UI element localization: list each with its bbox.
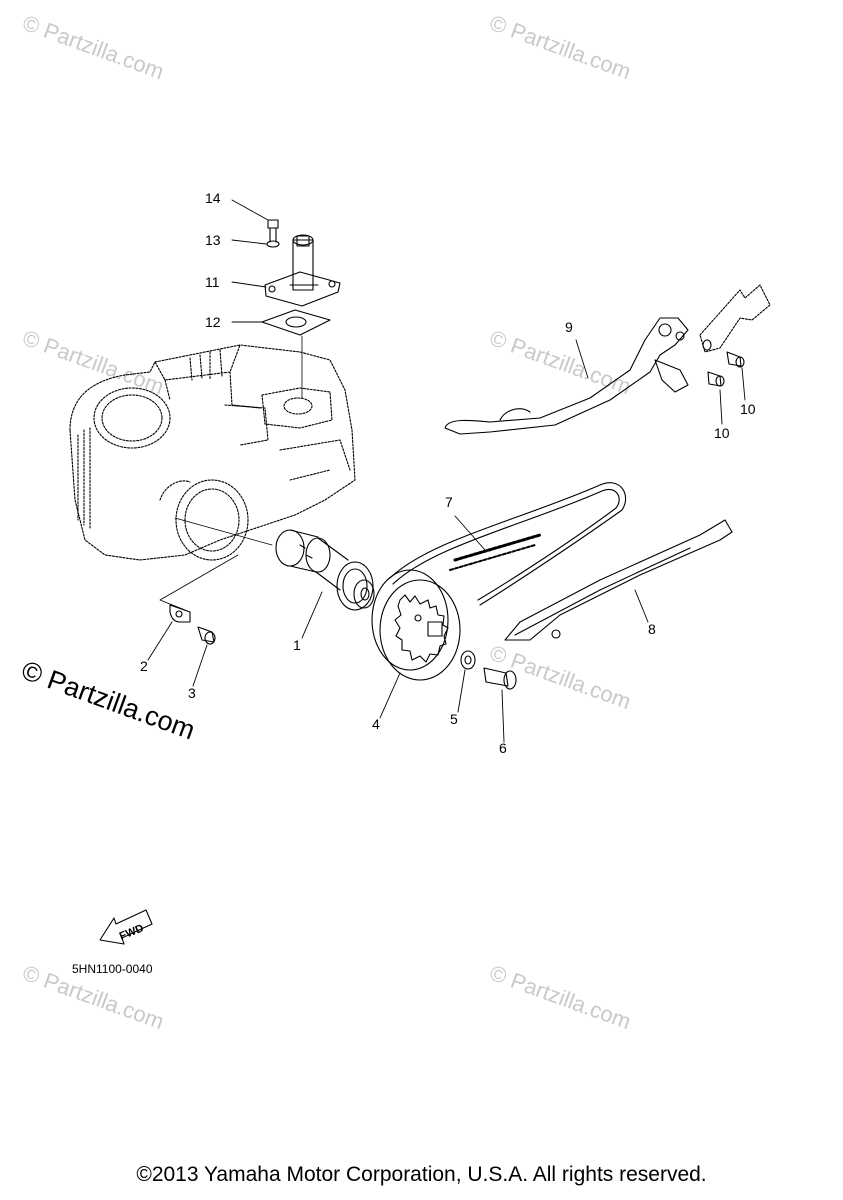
callout-13: 13: [205, 232, 221, 248]
cam-chain-illustration: [389, 482, 627, 606]
callout-10: 10: [740, 401, 756, 417]
gasket-illustration: [261, 309, 331, 336]
camshaft-illustration: [275, 529, 375, 611]
callout-3: 3: [188, 685, 196, 701]
cylinder-head-illustration: [69, 344, 356, 561]
fwd-arrow-icon: [99, 909, 153, 945]
callout-8: 8: [648, 621, 656, 637]
tensioner-guide-illustration: [444, 284, 771, 435]
plate-illustration: [169, 604, 191, 623]
fwd-label: FWD: [118, 922, 146, 943]
guide-bolt-illustration: [707, 351, 745, 387]
sprocket-bolt-illustration: [483, 667, 517, 690]
callout-10: 10: [714, 425, 730, 441]
callout-11: 11: [205, 274, 220, 290]
callout-4: 4: [372, 716, 380, 732]
callout-1: 1: [293, 637, 301, 653]
callout-6: 6: [499, 740, 507, 756]
washer-small-illustration: [266, 240, 280, 248]
callout-9: 9: [565, 319, 573, 335]
washer-illustration: [460, 650, 476, 670]
callout-2: 2: [140, 658, 148, 674]
leader-lines: [147, 199, 746, 743]
small-bolt-illustration: [267, 219, 279, 243]
bolt-illustration: [197, 626, 216, 645]
callout-14: 14: [205, 190, 221, 206]
copyright-notice: ©2013 Yamaha Motor Corporation, U.S.A. A…: [136, 1163, 707, 1186]
chain-guide-illustration: [504, 519, 733, 641]
diagram-code: 5HN1100-0040: [72, 962, 153, 976]
callout-12: 12: [205, 314, 221, 330]
callout-5: 5: [450, 711, 458, 727]
callout-7: 7: [445, 494, 453, 510]
cam-sprocket-illustration: [371, 569, 461, 681]
tensioner-assembly-illustration: [264, 234, 341, 307]
